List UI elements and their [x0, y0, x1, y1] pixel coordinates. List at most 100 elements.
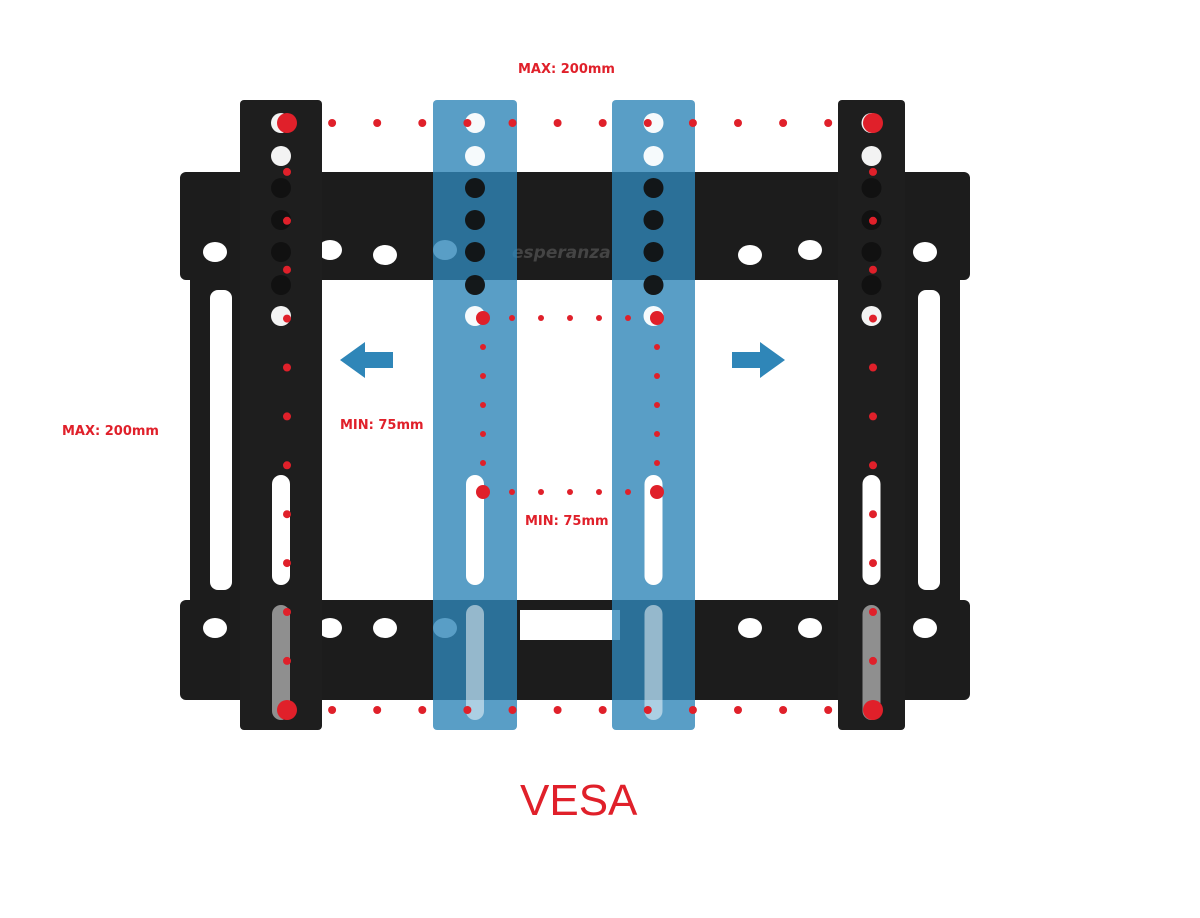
vesa-title: VESA: [520, 776, 638, 825]
vesa-dot: [277, 700, 297, 720]
plate-hole: [318, 618, 342, 638]
arm-slot: [466, 475, 484, 585]
vesa-dot: [654, 460, 660, 466]
vesa-dot: [553, 119, 562, 127]
vesa-dot: [567, 315, 573, 321]
vesa-dot: [283, 265, 291, 274]
vesa-dot: [508, 706, 517, 714]
arm-slot: [862, 475, 881, 585]
vesa-dot: [654, 373, 660, 379]
arm-hole: [271, 210, 291, 230]
vesa-dot: [654, 431, 660, 437]
vesa-dot: [863, 113, 883, 133]
arm-hole: [465, 113, 485, 133]
plate-hole: [373, 618, 397, 638]
vesa-dot: [779, 119, 788, 127]
vesa-dot: [283, 656, 291, 665]
vesa-dot: [373, 706, 382, 714]
arm-slot: [272, 605, 290, 720]
vesa-dot: [598, 119, 607, 127]
vesa-dot: [734, 119, 742, 127]
plate-hole: [318, 240, 342, 260]
mounting-arms: [240, 100, 905, 730]
plate-hole: [373, 245, 397, 265]
plate-hole: [203, 618, 227, 638]
arm-hole: [643, 113, 664, 133]
plate-hole: [738, 618, 762, 638]
vesa-dot: [779, 706, 788, 714]
arm-hole: [465, 178, 485, 198]
plate-hole: [913, 242, 937, 262]
vesa-dot: [476, 311, 490, 325]
vesa-dot: [283, 363, 291, 372]
arm-hole: [271, 242, 291, 262]
min-vertical-label: MIN: 75mm: [340, 418, 424, 433]
arm-hole: [465, 242, 485, 262]
arm-hole: [643, 210, 664, 230]
arm-slot: [466, 605, 484, 720]
arm-hole: [643, 178, 664, 198]
vesa-dot: [373, 119, 382, 127]
vesa-dot: [480, 431, 486, 437]
arm-hole: [861, 178, 882, 198]
arm-slot: [644, 605, 663, 720]
vesa-dot: [869, 510, 877, 519]
vesa-dot: [688, 119, 697, 127]
plate-hole: [913, 618, 937, 638]
brand-logo: esperanza: [512, 243, 611, 263]
vesa-dot: [538, 489, 544, 495]
vesa-dot: [596, 315, 602, 321]
arm-hole: [465, 146, 485, 166]
vesa-dot: [328, 119, 337, 127]
vesa-dot: [654, 402, 660, 408]
vesa-dot: [869, 363, 877, 372]
vesa-dot: [863, 700, 883, 720]
vesa-dot: [650, 311, 664, 325]
vesa-dot: [509, 489, 515, 495]
arm-slot: [272, 475, 290, 585]
vesa-dot: [869, 265, 877, 274]
vesa-dot-pattern: [277, 113, 883, 720]
vesa-dot: [283, 510, 291, 519]
arm-hole: [271, 275, 291, 295]
vesa-dot: [283, 608, 291, 616]
vesa-dot: [283, 559, 291, 568]
vesa-dot: [509, 315, 515, 321]
vesa-dot: [283, 216, 291, 225]
vesa-dot: [476, 485, 490, 499]
blue-arm-left: [433, 100, 517, 730]
arm-slot: [644, 475, 663, 585]
vesa-dot: [643, 706, 652, 714]
arm-hole: [861, 146, 882, 166]
vesa-dot: [283, 167, 291, 176]
vesa-dot: [869, 167, 877, 176]
plate-hole: [798, 240, 822, 260]
vesa-dot: [688, 706, 697, 714]
arm-hole: [643, 242, 664, 262]
vesa-dot: [869, 559, 877, 568]
vesa-dot: [328, 706, 337, 714]
vesa-dot: [654, 344, 660, 350]
vesa-dot: [283, 461, 291, 470]
arm-hole: [271, 178, 291, 198]
vesa-dot: [508, 119, 517, 127]
arm-hole: [271, 146, 291, 166]
plate-hole: [738, 245, 762, 265]
vesa-dot: [463, 706, 472, 714]
move-left-arrow-icon: [340, 342, 393, 378]
arm-hole: [861, 242, 882, 262]
vesa-dot: [869, 216, 877, 225]
arm-hole: [643, 275, 664, 295]
arm-hole: [861, 275, 882, 295]
vesa-dot: [643, 119, 652, 127]
vesa-dot: [869, 656, 877, 665]
vesa-dot: [625, 315, 631, 321]
vesa-dot: [283, 314, 291, 323]
plate-hole: [203, 242, 227, 262]
vesa-dot: [869, 461, 877, 470]
vesa-dot: [480, 373, 486, 379]
vesa-dot: [277, 113, 297, 133]
vesa-dot: [463, 119, 472, 127]
vesa-dot: [869, 314, 877, 323]
